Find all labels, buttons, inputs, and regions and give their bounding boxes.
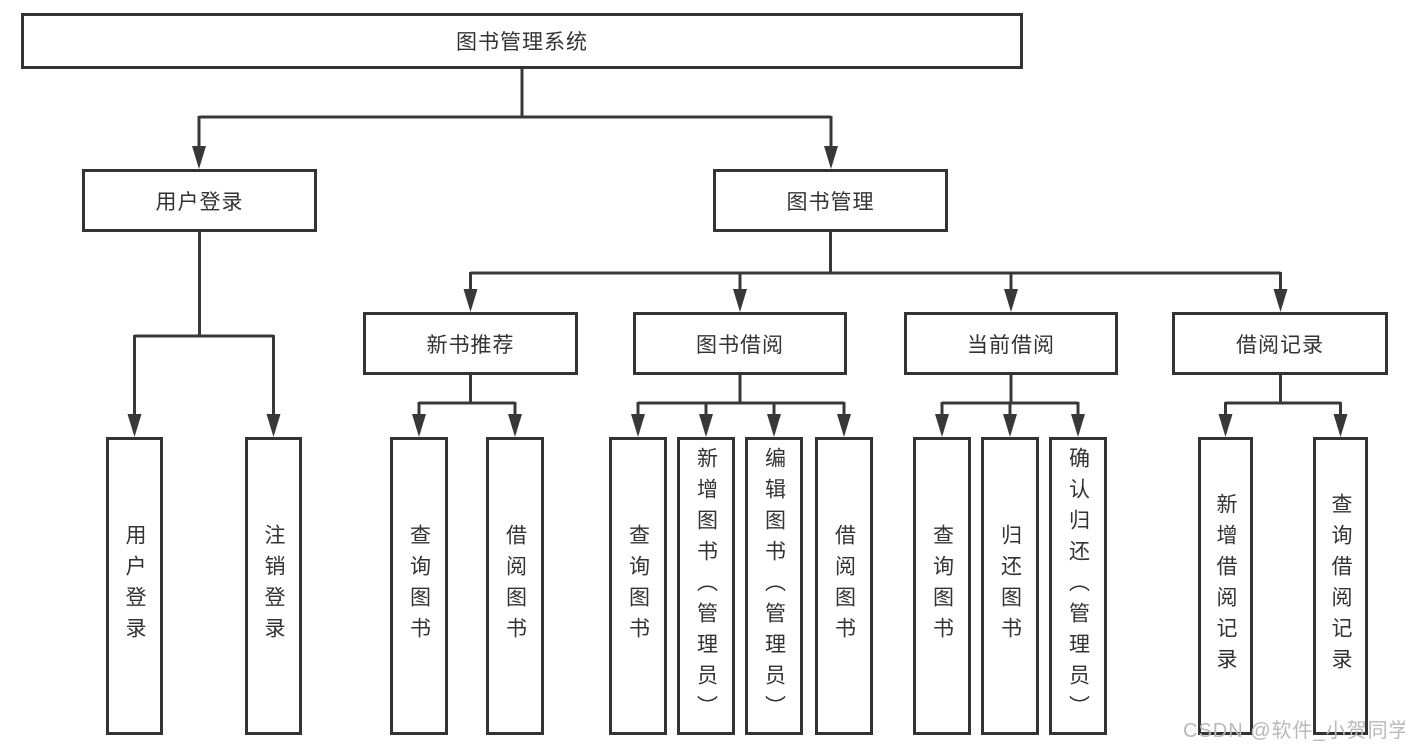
node-new-book-recommend-label: 新书推荐	[426, 333, 515, 357]
arrowheads	[127, 146, 1348, 437]
leaf-logout-label: 注销登录	[262, 524, 285, 648]
node-book-management-label: 图书管理	[786, 190, 875, 214]
leaf-add-borrow-record: 新增借阅记录	[1198, 437, 1253, 735]
leaf-add-book-admin: 新增图书（管理员）	[677, 437, 735, 735]
leaf-query-borrow-record-label: 查询借阅记录	[1329, 493, 1352, 679]
leaf-return-book: 归还图书	[981, 437, 1039, 735]
node-new-book-recommend: 新书推荐	[363, 312, 578, 375]
leaf-query-books-newbook: 查询图书	[390, 437, 448, 735]
leaf-borrow-books-borrow-label: 借阅图书	[832, 524, 856, 648]
leaf-edit-book-admin-label: 编辑图书（管理员）	[762, 446, 786, 726]
leaf-user-login: 用户登录	[106, 437, 163, 735]
leaf-confirm-return-admin-label: 确认归还（管理员）	[1066, 446, 1090, 726]
node-user-login-label: 用户登录	[155, 190, 244, 214]
node-current-borrow: 当前借阅	[904, 312, 1118, 375]
leaf-query-books-borrow: 查询图书	[609, 437, 667, 735]
node-library-system: 图书管理系统	[21, 13, 1023, 69]
csdn-watermark: CSDN @软件_小贺同学	[1183, 720, 1405, 742]
leaf-borrow-books-newbook-label: 借阅图书	[503, 524, 527, 648]
node-borrow-records-label: 借阅记录	[1236, 333, 1324, 357]
leaf-borrow-books-newbook: 借阅图书	[486, 437, 544, 735]
leaf-add-borrow-record-label: 新增借阅记录	[1214, 493, 1237, 679]
node-user-login: 用户登录	[82, 169, 317, 232]
node-book-borrow: 图书借阅	[633, 312, 847, 375]
node-book-management: 图书管理	[713, 169, 948, 232]
node-library-system-label: 图书管理系统	[456, 31, 588, 54]
leaf-borrow-books-borrow: 借阅图书	[815, 437, 873, 735]
node-borrow-records: 借阅记录	[1172, 312, 1388, 375]
leaf-query-books-newbook-label: 查询图书	[407, 524, 431, 648]
leaf-logout: 注销登录	[245, 437, 302, 735]
leaf-query-borrow-record: 查询借阅记录	[1313, 437, 1368, 735]
node-book-borrow-label: 图书借阅	[696, 333, 784, 357]
node-current-borrow-label: 当前借阅	[967, 333, 1055, 357]
leaf-user-login-label: 用户登录	[123, 524, 146, 648]
leaf-query-books-borrow-label: 查询图书	[626, 524, 650, 648]
leaf-confirm-return-admin: 确认归还（管理员）	[1049, 437, 1107, 735]
leaf-query-books-current: 查询图书	[913, 437, 971, 735]
leaf-query-books-current-label: 查询图书	[930, 524, 954, 648]
leaf-add-book-admin-label: 新增图书（管理员）	[694, 446, 718, 726]
leaf-edit-book-admin: 编辑图书（管理员）	[745, 437, 803, 735]
leaf-return-book-label: 归还图书	[998, 524, 1022, 648]
